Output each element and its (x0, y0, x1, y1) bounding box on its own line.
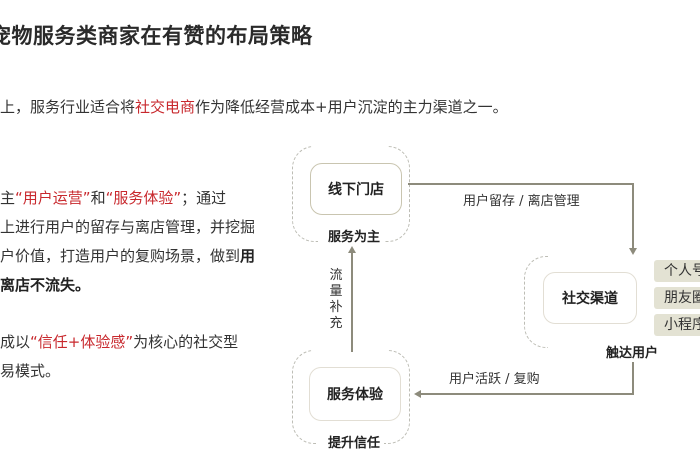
text-fragment: 为核心的社交型 (133, 333, 239, 351)
paragraph-user-operations: 主“用户运营”和“服务体验”；通过 上进行用户的留存与离店管理，并挖掘 户价值，… (0, 184, 255, 300)
text-fragment: ；通过 (181, 189, 227, 207)
channel-tag-mini-program: 小程序 (654, 314, 700, 336)
paragraph2-line1: 成以“信任+体验感”为核心的社交型 (0, 328, 238, 357)
edge-store-to-channel-vertical (632, 183, 634, 249)
page-title: 宠物服务类商家在有赞的布局策略 (0, 24, 313, 48)
caption-service-first: 服务为主 (328, 230, 381, 245)
edge-channel-to-experience-horizontal (420, 393, 634, 395)
node-service-experience: 服务体验 (309, 367, 401, 421)
arrow-down-icon (629, 248, 637, 255)
intro-text: 上，服务行业适合将社交电商作为降低经营成本+用户沉淀的主力渠道之一。 (0, 96, 508, 117)
paragraph1-line3: 户价值，打造用户的复购场景，做到用 (0, 242, 255, 271)
caption-build-trust: 提升信任 (328, 436, 381, 451)
node-social-channel: 社交渠道 (543, 272, 637, 324)
outline-gap (312, 143, 388, 149)
text-fragment: 户价值，打造用户的复购场景，做到 (0, 247, 241, 265)
intro-suffix: 作为降低经营成本+用户沉淀的主力渠道之一。 (195, 98, 508, 116)
outline-gap (548, 253, 638, 259)
node-label: 服务体验 (327, 387, 383, 403)
highlight-user-operations: “用户运营” (15, 189, 91, 207)
paragraph1-line2: 上进行用户的留存与离店管理，并挖掘 (0, 218, 256, 236)
edge-channel-to-experience-vertical (632, 362, 634, 394)
text-fragment: 主 (0, 189, 16, 207)
paragraph2-line2: 易模式。 (0, 362, 61, 380)
outline-gap (548, 342, 638, 348)
edge-label-traffic-supplement: 流量补充 (329, 268, 343, 331)
edge-experience-to-store-vertical (351, 252, 353, 352)
node-label: 线下门店 (328, 182, 384, 198)
outline-gap (318, 236, 384, 244)
outline-gap (318, 438, 384, 446)
intro-prefix: 上，服务行业适合将 (0, 98, 136, 116)
caption-reach-users: 触达用户 (606, 346, 659, 361)
channel-tag-personal-account: 个人号 (654, 260, 700, 282)
edge-label-repurchase: 用户活跃 / 复购 (449, 372, 540, 387)
channel-tag-moments: 朋友圈 (654, 287, 700, 309)
text-fragment: 和 (90, 189, 106, 207)
text-fragment: 成以 (0, 333, 31, 351)
highlight-trust-experience: “信任+体验感” (30, 333, 134, 351)
paragraph-trust-model: 成以“信任+体验感”为核心的社交型 易模式。 (0, 328, 238, 386)
paragraph1-line1: 主“用户运营”和“服务体验”；通过 (0, 184, 255, 213)
arrow-left-icon (414, 390, 421, 398)
node-label: 社交渠道 (562, 291, 618, 307)
edge-store-to-channel-horizontal (408, 183, 633, 185)
node-offline-store: 线下门店 (310, 163, 402, 215)
edge-label-retention: 用户留存 / 离店管理 (463, 194, 580, 209)
bold-fragment: 用 (240, 247, 256, 265)
intro-highlight: 社交电商 (135, 98, 196, 116)
outline-gap (312, 347, 388, 353)
highlight-service-experience: “服务体验” (105, 189, 182, 207)
arrow-up-icon (348, 246, 356, 253)
paragraph1-line4: 离店不流失。 (0, 276, 91, 294)
